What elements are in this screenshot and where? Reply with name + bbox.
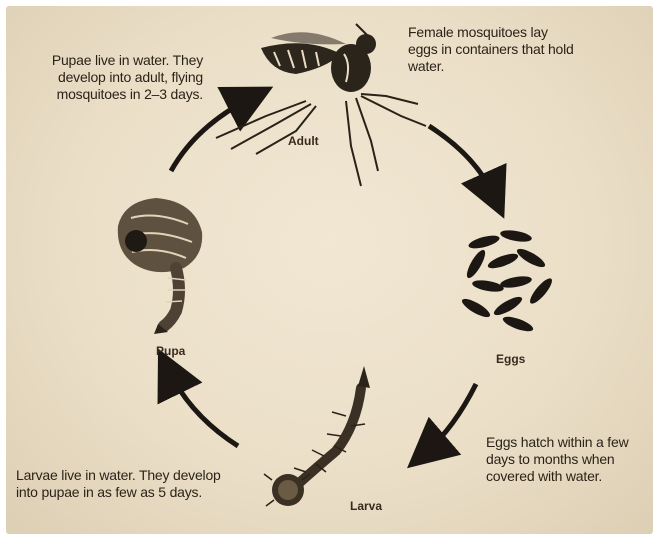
- larva-icon: [264, 366, 370, 506]
- stage-label-eggs: Eggs: [496, 352, 525, 366]
- cycle-arrow-icon: [171, 98, 251, 171]
- mosquito-adult-icon: [216, 24, 426, 186]
- cycle-arrow-icon: [169, 371, 238, 446]
- eggs-cluster-icon: [460, 228, 555, 334]
- note-eggs: Eggs hatch within a few days to months w…: [486, 434, 653, 485]
- stage-label-adult: Adult: [288, 134, 319, 148]
- life-cycle-diagram: Adult Eggs Larva Pupa Female mosquitoes …: [6, 6, 653, 534]
- note-adult: Female mosquitoes lay eggs in containers…: [408, 24, 578, 75]
- stage-label-pupa: Pupa: [156, 344, 185, 358]
- note-pupa: Pupae live in water. They develop into a…: [28, 52, 203, 103]
- cycle-arrow-icon: [429, 126, 494, 196]
- pupa-icon: [118, 198, 202, 334]
- stage-label-larva: Larva: [350, 499, 382, 513]
- cycle-arrow-icon: [426, 384, 476, 452]
- note-larva: Larvae live in water. They develop into …: [16, 467, 231, 501]
